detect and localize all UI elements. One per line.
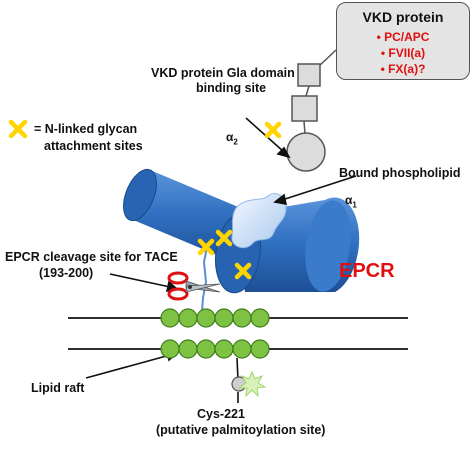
cleavage-site-label-line1: EPCR cleavage site for TACE	[5, 250, 178, 264]
gla-site-label-line2: binding site	[196, 81, 267, 95]
vkd-item-fvii: • FVII(a)	[380, 46, 426, 60]
cytoplasmic-tail	[231, 357, 267, 398]
raft-bead-lower-3	[196, 339, 216, 359]
bound-phospholipid-label: Bound phospholipid	[339, 166, 461, 180]
raft-bead-upper-5	[232, 308, 252, 328]
vkd-connector	[286, 49, 337, 172]
lipid-raft-beads-upper	[160, 308, 270, 328]
alpha2-label: α2	[226, 130, 238, 147]
gla-domain-circle	[286, 132, 326, 172]
raft-bead-lower-2	[178, 339, 198, 359]
glycan-site-mark-3	[215, 229, 233, 247]
lipid-raft-label: Lipid raft	[31, 381, 85, 395]
raft-bead-lower-1	[160, 339, 180, 359]
vkd-protein-list: • PC/APC • FVII(a) • FX(a)?	[337, 29, 469, 77]
cleavage-site-label-line2: (193-200)	[39, 266, 94, 280]
vkd-protein-title: VKD protein	[362, 9, 444, 25]
glycan-site-mark-2	[197, 238, 215, 256]
raft-bead-upper-6	[250, 308, 270, 328]
raft-bead-lower-5	[232, 339, 252, 359]
vkd-protein-box: VKD protein • PC/APC • FVII(a) • FX(a)?	[336, 2, 470, 80]
alpha1-label: α1	[345, 193, 357, 210]
palmitoylation-site-label: (putative palmitoylation site)	[156, 423, 326, 437]
gla-site-label-line1: VKD protein Gla domain	[151, 66, 295, 80]
vkd-domain-square-2	[291, 95, 318, 122]
bound-phospholipid-shape	[231, 193, 287, 249]
vkd-domain-square-1	[297, 63, 321, 87]
vkd-item-pc-apc: • PC/APC	[376, 30, 430, 44]
glycan-site-mark-1	[264, 121, 282, 139]
vkd-item-fx: • FX(a)?	[380, 62, 426, 76]
raft-bead-lower-4	[214, 339, 234, 359]
glycan-site-mark-4	[234, 262, 252, 280]
raft-bead-upper-1	[160, 308, 180, 328]
stalk-line	[201, 246, 208, 313]
glycan-x-icon	[8, 119, 28, 139]
palmitoyl-star-icon	[237, 370, 267, 398]
glycan-legend-line1: = N-linked glycan	[34, 122, 138, 136]
raft-bead-lower-6	[250, 339, 270, 359]
glycan-marks	[197, 121, 282, 280]
cys221-label: Cys-221	[197, 407, 245, 421]
glycan-legend-line2: attachment sites	[44, 139, 143, 153]
raft-bead-upper-3	[196, 308, 216, 328]
scissors-icon	[167, 271, 221, 301]
lipid-raft-beads-lower	[160, 339, 270, 359]
epcr-title: EPCR	[339, 260, 395, 282]
raft-bead-upper-4	[214, 308, 234, 328]
raft-bead-upper-2	[178, 308, 198, 328]
